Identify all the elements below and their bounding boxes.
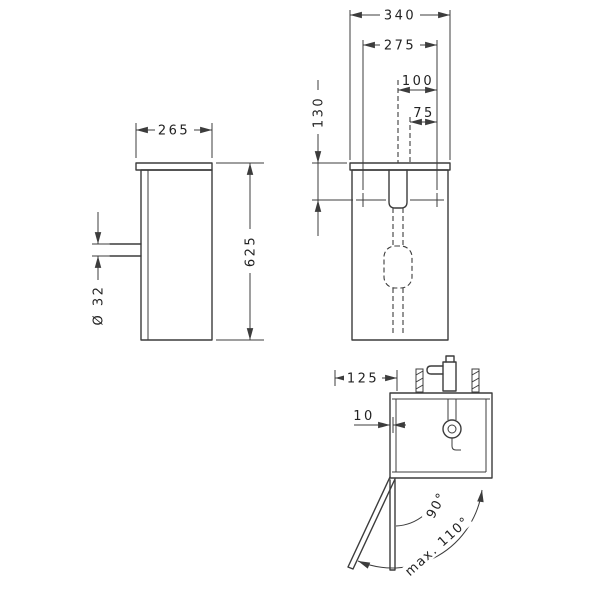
dim-drain-diameter: Ø 32 [92, 212, 112, 325]
dim-width-total-value: 340 [384, 9, 416, 24]
dim-height: 625 [216, 162, 264, 341]
front-view [349, 80, 451, 341]
faucet [426, 355, 457, 392]
dim-depth-front: 125 [334, 370, 398, 391]
bracket-right [471, 368, 480, 393]
front-drain-pipe-hidden [392, 208, 404, 333]
siphon-trap-inner [447, 424, 457, 434]
door-angle-label-group: 90° [421, 486, 451, 524]
dim-hole-offset-a: 100 [398, 74, 437, 94]
dim-width-total-mask [380, 8, 420, 22]
siphon-pipes [447, 399, 457, 420]
front-siphon-hidden [383, 245, 413, 289]
dim-hole-a-value: 100 [402, 74, 434, 89]
dim-top-offset-label-group: 130 [311, 90, 327, 134]
dim-drain-value: Ø 32 [92, 285, 107, 326]
door-angle-mask [421, 486, 451, 524]
dim-depth-mask [155, 123, 194, 137]
door-angle-max-mask [401, 512, 473, 580]
side-top-panel [135, 162, 213, 171]
dim-height-mask [243, 229, 257, 273]
dim-depth-value: 265 [158, 124, 190, 139]
dim-width-total: 340 [349, 8, 451, 160]
faucet-spout [426, 365, 444, 375]
side-view [109, 162, 213, 341]
siphon-outlet [451, 438, 461, 451]
side-drain-pipe [109, 243, 142, 257]
dim-width-inner-mask [380, 38, 420, 52]
dim-top-offset-mask [311, 90, 325, 134]
bracket-hatching [415, 370, 480, 390]
dim-width-inner-value: 275 [384, 39, 416, 54]
plan-carcass [389, 392, 493, 479]
front-mounting-ticks [362, 193, 438, 207]
dim-depth-front-mask [344, 371, 382, 385]
dim-width-inner: 275 [362, 38, 438, 190]
dim-drain-label-group: Ø 32 [92, 285, 107, 326]
dim-height-label-group: 625 [243, 229, 259, 273]
dim-depth: 265 [135, 123, 213, 158]
mounting-brackets [415, 368, 480, 393]
dim-front-gap-value: 10 [353, 409, 375, 424]
plan-interior-lines [392, 398, 490, 473]
faucet-body [442, 361, 457, 392]
door-swing-arc-110 [357, 489, 484, 569]
dim-top-offset-value: 130 [312, 96, 327, 128]
front-hole-reference-lines [397, 80, 411, 163]
dim-front-gap: 10 [353, 409, 406, 433]
dim-drain-extension-lines [92, 243, 112, 257]
dim-width-total-extension-lines [349, 10, 451, 160]
siphon-trap [442, 419, 462, 439]
dim-height-extension-lines [216, 162, 264, 341]
door-open-110 [347, 476, 396, 570]
dim-width-inner-extension-lines [362, 40, 438, 190]
plan-siphon [442, 399, 462, 451]
door-open-90 [389, 479, 396, 571]
door-angle-max-value: max. 110° [402, 514, 473, 580]
front-top-panel [349, 162, 451, 171]
plan-view: 90° max. 110° [347, 355, 493, 580]
dim-hole-offset-b: 75 [410, 106, 437, 126]
dim-depth-front-value: 125 [347, 372, 379, 387]
front-carcass [351, 169, 449, 341]
faucet-handle [445, 355, 455, 363]
dim-height-value: 625 [244, 235, 259, 267]
dim-hole-b-value: 75 [413, 106, 435, 121]
front-drain-fitting [388, 169, 408, 209]
bracket-left [415, 368, 424, 393]
side-carcass [140, 169, 213, 341]
dim-top-offset: 130 [311, 80, 353, 236]
